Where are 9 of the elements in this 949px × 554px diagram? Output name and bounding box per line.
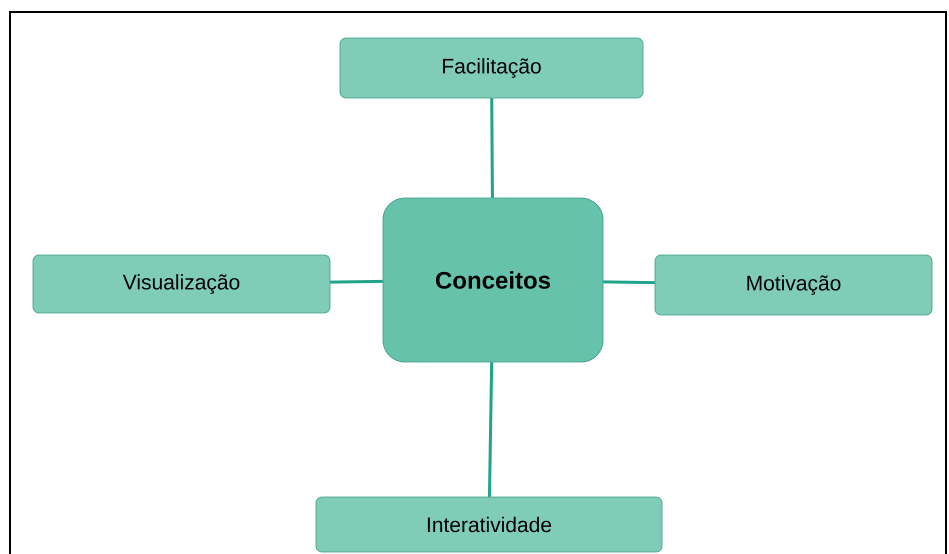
connector-line bbox=[603, 280, 655, 284]
connector-line bbox=[490, 98, 494, 198]
connector-line bbox=[488, 362, 494, 497]
topic-box: Motivação bbox=[654, 254, 932, 316]
topic-box: Interatividade bbox=[316, 496, 662, 552]
topic-box: Visualização bbox=[32, 254, 330, 314]
topic-box: Facilitação bbox=[340, 38, 644, 98]
concept-box: Conceitos bbox=[382, 198, 604, 362]
connector-line bbox=[330, 280, 383, 284]
